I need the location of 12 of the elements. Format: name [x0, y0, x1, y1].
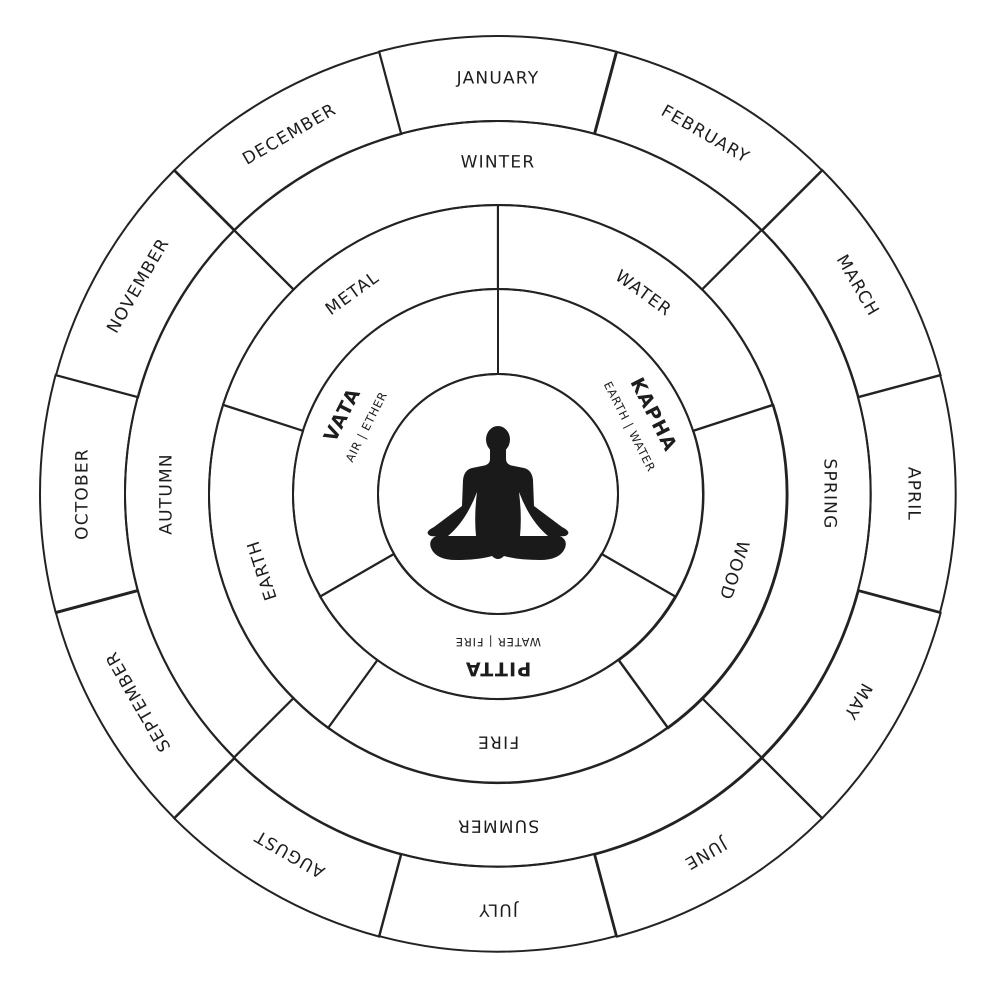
month-label: JANUARY [456, 70, 540, 88]
season-label: SUMMER [456, 816, 540, 834]
season-label: WINTER [460, 154, 536, 172]
dosha-label: PITTA [464, 658, 532, 678]
season-label: SPRING [820, 458, 838, 530]
season-label: AUTUMN [158, 453, 176, 535]
month-label: JULY [478, 900, 518, 918]
dosha-elements-label: WATER | FIRE [454, 635, 541, 647]
element-label: WOOD [715, 538, 750, 602]
month-label: OCTOBER [74, 448, 92, 540]
element-label: FIRE [476, 732, 520, 750]
month-label: APRIL [904, 466, 922, 522]
